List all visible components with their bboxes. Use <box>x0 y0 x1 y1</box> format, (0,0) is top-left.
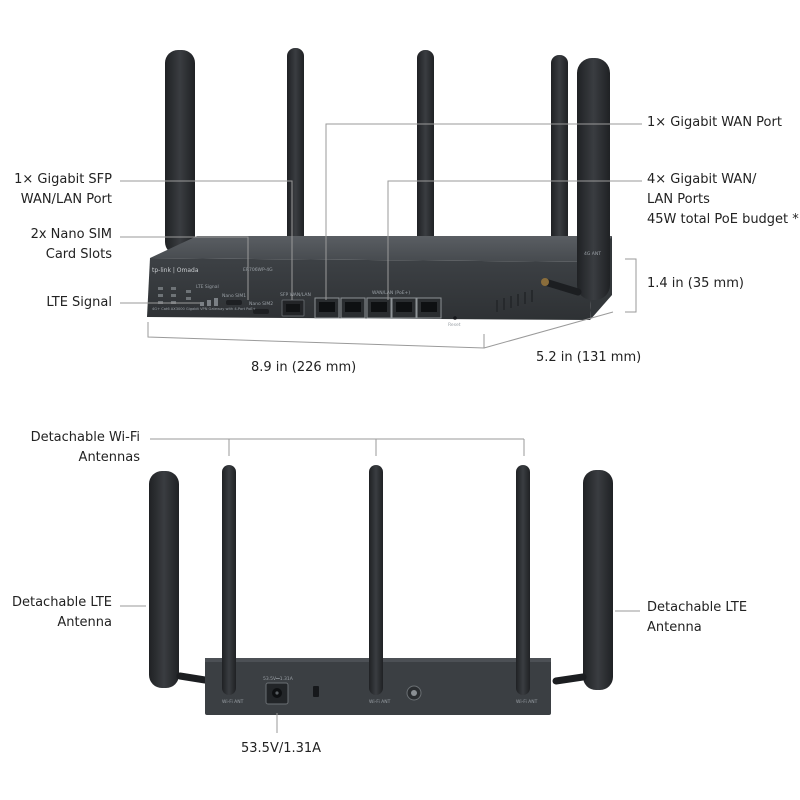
lan-port-4 <box>416 297 442 319</box>
device-ant-text: 4G ANT <box>584 252 601 257</box>
device-wanlan-text: WAN/LAN (PoE+) <box>372 291 411 296</box>
callout-sfp-port: 1× Gigabit SFP WAN/LAN Port <box>14 172 112 207</box>
top-router-top-face <box>150 236 612 262</box>
bottom-wifi-antenna-3 <box>516 465 530 695</box>
device-wifi-ant-text-1: Wi-Fi ANT <box>222 700 244 705</box>
wan-port <box>314 297 340 319</box>
device-reset-text: Reset <box>448 323 461 328</box>
top-lte-antenna-right <box>541 58 610 300</box>
dimension-width: 8.9 in (226 mm) <box>251 360 357 375</box>
lte-signal-bars <box>200 298 218 306</box>
device-subtitle-text: 4G+ Cat6 AX3000 Gigabit VPN Gateway with… <box>152 307 256 311</box>
reset-button <box>453 316 457 320</box>
top-router-front-face <box>147 258 593 320</box>
top-wifi-antenna-1 <box>165 50 195 255</box>
bottom-wifi-antenna-1 <box>222 465 236 695</box>
device-sim2-text: Nano SIM2 <box>249 302 274 307</box>
leader-lines-bottom <box>120 438 640 733</box>
sfp-port <box>281 299 305 317</box>
side-vents <box>496 290 533 312</box>
callout-lan-ports: 4× Gigabit WAN/ LAN Ports 45W total PoE … <box>647 172 799 227</box>
dimension-height: 1.4 in (35 mm) <box>647 276 744 291</box>
lock-slot <box>313 686 319 697</box>
bottom-lte-antenna-right <box>552 470 613 690</box>
device-brand-text: tp-link | Omada <box>152 267 199 274</box>
device-wifi-ant-text-3: Wi-Fi ANT <box>516 700 538 705</box>
callout-power: 53.5V/1.31A <box>241 741 322 756</box>
top-wifi-antenna-2 <box>287 48 304 244</box>
device-power-text: 53.5V⎓1.31A <box>263 677 293 682</box>
device-sim1-text: Nano SIM1 <box>222 294 247 299</box>
device-model-text: ER706WP-4G <box>243 268 273 273</box>
callout-lte-antenna-left: Detachable LTE Antenna <box>11 595 112 630</box>
dimension-depth: 5.2 in (131 mm) <box>536 350 642 365</box>
top-wifi-antenna-3 <box>417 50 434 246</box>
device-wifi-ant-text-2: Wi-Fi ANT <box>369 700 391 705</box>
top-wifi-antenna-4 <box>551 55 568 260</box>
callout-wan-port: 1× Gigabit WAN Port <box>647 115 782 130</box>
bottom-lte-antenna-left <box>149 471 209 688</box>
power-jack <box>265 682 289 705</box>
callout-wifi-antennas: Detachable Wi-Fi Antennas <box>30 430 140 465</box>
device-lte-signal-text: LTE Signal <box>196 285 219 290</box>
lan-port-1 <box>340 297 366 319</box>
lan-port-2 <box>366 297 392 319</box>
device-sfp-text: SFP WAN/LAN <box>280 293 311 298</box>
sim-slot-1 <box>226 300 242 305</box>
lan-port-3 <box>391 297 417 319</box>
bottom-wifi-antenna-2 <box>369 465 383 695</box>
leader-lines-top <box>120 123 642 349</box>
sim-slot-2 <box>253 309 269 314</box>
callout-lte-signal: LTE Signal <box>46 295 112 310</box>
callout-lte-antenna-right: Detachable LTE Antenna <box>647 600 748 635</box>
callout-sim-slots: 2x Nano SIM Card Slots <box>30 227 112 262</box>
ground-screw <box>406 685 422 701</box>
